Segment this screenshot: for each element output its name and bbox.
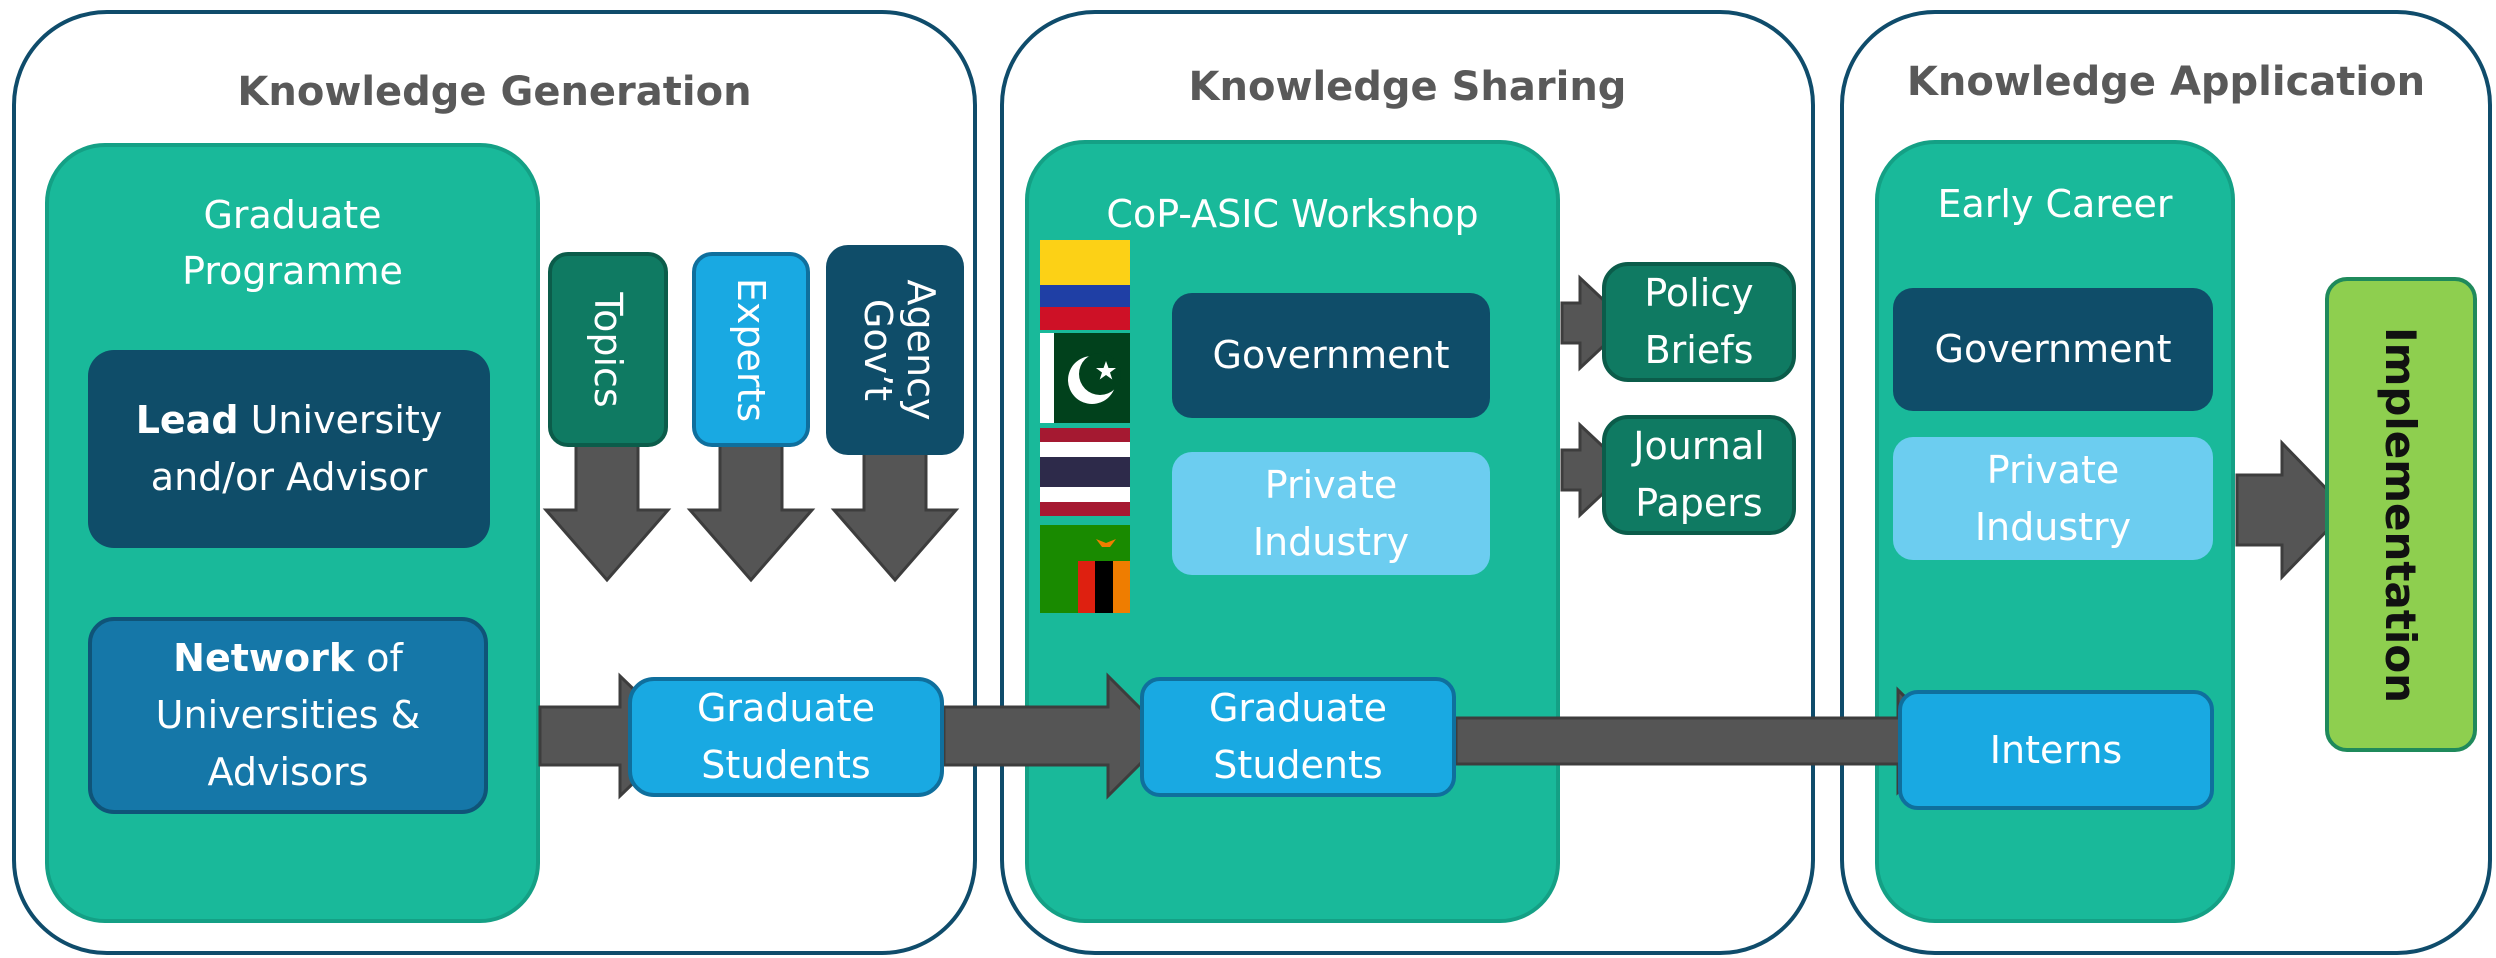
knowledge-sharing-title: Knowledge Sharing: [1188, 64, 1627, 110]
policy-briefs-box: Policy Briefs: [1602, 262, 1796, 382]
implementation-box: [2325, 277, 2477, 752]
arrow-experts-down: [686, 443, 816, 583]
government-application-label: Government: [1934, 327, 2172, 371]
pakistan-flag-icon: [1040, 333, 1130, 423]
knowledge-generation-title: Knowledge Generation: [237, 69, 752, 115]
early-career-title: Early Career: [1937, 182, 2173, 226]
network-universities-box: Network of Universities & Advisors: [88, 617, 488, 814]
topics-label-line: Topics: [586, 291, 630, 407]
graduate-students-sharing-box: Graduate Students: [1140, 677, 1456, 797]
government-sharing-box: Government: [1172, 293, 1490, 418]
interns-box: Interns: [1898, 690, 2214, 810]
experts-box: [692, 252, 810, 447]
govt-agency-box: [826, 245, 964, 455]
cop-asic-workshop-title: CoP-ASIC Workshop: [1106, 192, 1479, 236]
lead-university-box: Lead University and/or Advisor: [88, 350, 490, 548]
govt-agency-label-line: Agency: [899, 280, 943, 421]
interns-label: Interns: [1989, 727, 2123, 772]
zambia-flag-icon: [1040, 525, 1130, 613]
private-industry-sharing-box: Private Industry: [1172, 452, 1490, 575]
graduate-students-generation-label: Graduate Students: [696, 686, 876, 787]
private-industry-application-label: Private Industry: [1974, 447, 2132, 549]
private-industry-application-box: Private Industry: [1893, 437, 2213, 560]
arrow-to-implementation: [2235, 439, 2350, 581]
colombia-flag-icon: [1040, 240, 1130, 330]
knowledge-application-title: Knowledge Application: [1906, 59, 2426, 105]
lead-rest-label: University and/or Advisor: [150, 398, 443, 499]
graduate-students-generation-box: Graduate Students: [628, 677, 944, 797]
lead-university-text: Lead University and/or Advisor: [136, 392, 443, 506]
arrow-agency-down: [830, 443, 960, 583]
arrow-topics-down: [542, 443, 672, 583]
implementation-label: Implementation: [2377, 327, 2426, 703]
arrow-students-to-workshop: [942, 672, 1171, 800]
network-rest-label: of Universities & Advisors: [155, 636, 421, 794]
private-industry-sharing-label: Private Industry: [1252, 462, 1410, 564]
experts-label-line: Experts: [729, 278, 773, 422]
thailand-flag-icon: [1040, 428, 1130, 516]
implementation-label-line: Implementation: [2377, 327, 2426, 703]
network-text: Network of Universities & Advisors: [156, 630, 421, 801]
govt-agency-label: Gov’tAgency: [856, 280, 943, 421]
government-sharing-label: Government: [1212, 333, 1450, 377]
network-bold-label: Network: [173, 636, 355, 680]
government-application-box: Government: [1893, 288, 2213, 411]
experts-label: Experts: [729, 278, 773, 422]
journal-papers-box: Journal Papers: [1602, 415, 1796, 535]
lead-bold-label: Lead: [135, 398, 239, 442]
topics-label: Topics: [586, 291, 630, 407]
policy-briefs-label: Policy Briefs: [1644, 271, 1754, 372]
topics-box: [548, 252, 668, 447]
journal-papers-label: Journal Papers: [1633, 424, 1765, 525]
govt-agency-label-line: Gov’t: [856, 299, 900, 401]
graduate-students-sharing-label: Graduate Students: [1208, 686, 1388, 787]
graduate-programme-title: Graduate Programme: [182, 193, 403, 293]
